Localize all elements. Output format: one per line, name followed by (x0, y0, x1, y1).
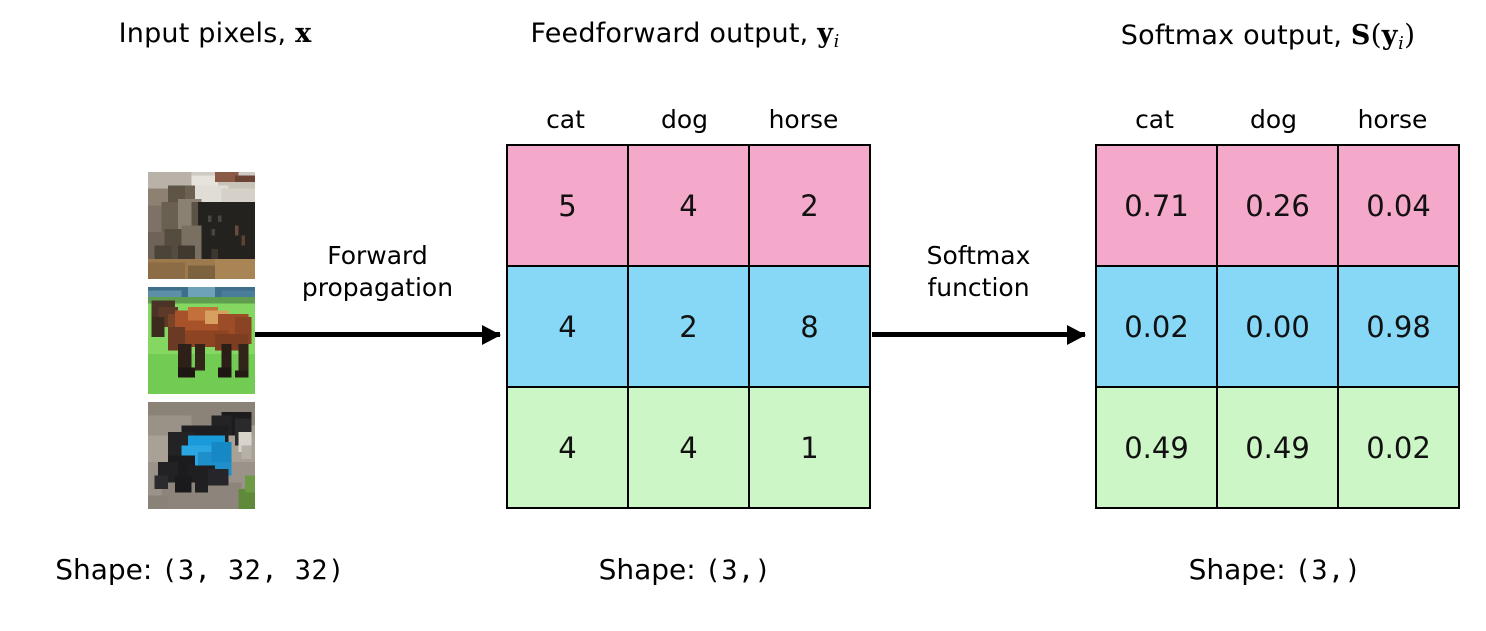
class-header-dog: dog (1249, 105, 1298, 134)
horse-thumbnail (148, 287, 255, 394)
forward-propagation-arrow-line (255, 324, 501, 345)
table-row: 4 4 1 (506, 386, 871, 509)
shape-caption-softmax: Shape: (3,) (1110, 553, 1440, 586)
softmax-function-arrow: Softmax function (872, 240, 1086, 345)
softmax-cell: 0.71 (1095, 144, 1218, 267)
logit-cell: 4 (506, 386, 629, 509)
cat-thumbnail (148, 172, 255, 279)
softmax-function-arrow-line (872, 324, 1086, 345)
logit-cell: 8 (748, 265, 871, 388)
softmax-class-headers: cat dog horse (1095, 105, 1460, 134)
table-row: 0.49 0.49 0.02 (1095, 386, 1460, 509)
shape-label-prefix: Shape: (1188, 553, 1286, 586)
class-header-cat: cat (546, 105, 585, 134)
title-softmax-math-s: S (1350, 20, 1371, 51)
class-header-horse: horse (768, 105, 839, 134)
softmax-function-label-line1: Softmax (926, 241, 1031, 270)
title-feedforward-text: Feedforward output, (530, 18, 809, 49)
title-softmax-sub-i: i (1398, 32, 1405, 54)
title-softmax-math-y: y (1381, 20, 1398, 51)
logit-cell: 4 (627, 386, 750, 509)
shape-caption-feedforward: Shape: (3,) (520, 553, 850, 586)
class-header-dog: dog (660, 105, 709, 134)
softmax-function-label: Softmax function (872, 240, 1085, 304)
softmax-function-label-line2: function (927, 273, 1030, 302)
table-row: 0.02 0.00 0.98 (1095, 265, 1460, 388)
feedforward-matrix-block: cat dog horse 5 4 2 4 2 8 4 4 1 (506, 105, 871, 509)
softmax-cell: 0.02 (1095, 265, 1218, 388)
softmax-cell: 0.02 (1337, 386, 1460, 509)
feedforward-class-headers: cat dog horse (506, 105, 871, 134)
softmax-cell: 0.04 (1337, 144, 1460, 267)
shape-label-value: (3,) (704, 555, 772, 586)
page-title-input-pixels: Input pixels, x (0, 18, 430, 49)
softmax-cell: 0.00 (1216, 265, 1339, 388)
arrow-head-icon (1067, 324, 1086, 345)
logit-cell: 5 (506, 144, 629, 267)
shape-label-prefix: Shape: (55, 553, 153, 586)
feedforward-output-table: 5 4 2 4 2 8 4 4 1 (506, 144, 871, 509)
logit-cell: 2 (627, 265, 750, 388)
forward-propagation-label-line2: propagation (301, 273, 454, 302)
softmax-cell: 0.98 (1337, 265, 1460, 388)
softmax-cell: 0.49 (1095, 386, 1218, 509)
logit-cell: 4 (627, 144, 750, 267)
forward-propagation-arrow: Forward propagation (255, 240, 501, 345)
softmax-cell: 0.26 (1216, 144, 1339, 267)
title-feedforward-math-y: y (817, 18, 834, 49)
softmax-output-table: 0.71 0.26 0.04 0.02 0.00 0.98 0.49 0.49 … (1095, 144, 1460, 509)
table-row: 0.71 0.26 0.04 (1095, 144, 1460, 267)
table-row: 4 2 8 (506, 265, 871, 388)
table-row: 5 4 2 (506, 144, 871, 267)
title-feedforward-sub-i: i (833, 30, 840, 52)
title-input-text: Input pixels, (118, 18, 287, 49)
shape-caption-input: Shape: (3, 32, 32) (0, 553, 400, 586)
page-title-feedforward-output: Feedforward output, yi (460, 18, 910, 52)
shape-label-prefix: Shape: (598, 553, 696, 586)
arrow-head-icon (482, 324, 501, 345)
softmax-cell: 0.49 (1216, 386, 1339, 509)
title-softmax-paren-open: ( (1370, 18, 1382, 51)
logit-cell: 2 (748, 144, 871, 267)
class-header-cat: cat (1135, 105, 1174, 134)
shape-label-value: (3,) (1294, 555, 1362, 586)
page-title-softmax-output: Softmax output, S(yi) (1050, 18, 1486, 54)
class-header-horse: horse (1357, 105, 1428, 134)
title-softmax-text: Softmax output, (1120, 20, 1343, 51)
input-thumbnail-stack (148, 172, 255, 509)
dog-thumbnail (148, 402, 255, 509)
logit-cell: 1 (748, 386, 871, 509)
logit-cell: 4 (506, 265, 629, 388)
softmax-matrix-block: cat dog horse 0.71 0.26 0.04 0.02 0.00 0… (1095, 105, 1460, 509)
title-softmax-paren-close: ) (1404, 18, 1416, 51)
shape-label-value: (3, 32, 32) (161, 555, 345, 586)
forward-propagation-label-line1: Forward (327, 241, 428, 270)
forward-propagation-label: Forward propagation (255, 240, 500, 304)
title-input-math-x: x (295, 18, 312, 49)
